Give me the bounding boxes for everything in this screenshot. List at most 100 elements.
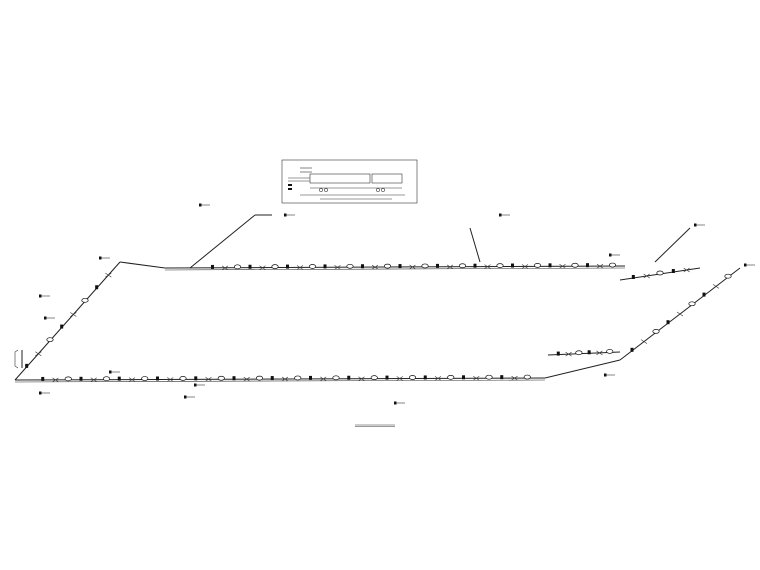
leader-tag: [184, 395, 187, 399]
valve-icon: [233, 264, 242, 270]
flange-icon: [548, 263, 552, 268]
valve-icon: [608, 262, 617, 268]
legend-tank-right: [371, 173, 403, 184]
flange-icon: [630, 347, 634, 352]
leader-tag: [499, 213, 502, 217]
leader-tag: [44, 316, 47, 320]
gate-valve-icon: [105, 272, 112, 278]
legend-frame: [281, 159, 418, 204]
legend-tank-left: [309, 173, 371, 184]
flange-icon: [462, 375, 465, 380]
leader-tag: [694, 223, 697, 227]
flange-icon: [671, 269, 675, 273]
valve-icon: [308, 264, 317, 269]
leader-tag: [604, 373, 607, 377]
gate-valve-icon: [167, 377, 174, 382]
gate-valve-icon: [396, 376, 403, 381]
flange-icon: [41, 376, 45, 381]
gate-valve-icon: [521, 264, 529, 269]
valve-icon: [179, 376, 187, 381]
gate-valve-icon: [259, 265, 266, 270]
valve-icon: [656, 270, 664, 276]
flange-icon: [117, 376, 121, 381]
valve-icon: [46, 337, 54, 343]
flange-icon: [473, 263, 477, 268]
valve-icon: [458, 263, 467, 269]
gate-valve-icon: [712, 284, 720, 289]
gate-valve-icon: [221, 265, 229, 271]
gate-valve-icon: [52, 377, 59, 383]
valve-icon: [724, 273, 732, 279]
flange-icon: [156, 376, 159, 381]
leader-tag: [39, 294, 42, 298]
gate-valve-icon: [35, 351, 42, 357]
leader-tag: [109, 370, 112, 374]
gate-valve-icon: [90, 377, 97, 382]
gate-valve-icon: [334, 265, 341, 270]
leader-tag: [609, 253, 612, 257]
gate-valve-icon: [565, 351, 572, 357]
gate-valve-icon: [281, 376, 289, 382]
flange-icon: [232, 376, 236, 381]
valve-icon: [64, 376, 72, 382]
valve-icon: [408, 375, 417, 380]
pipe-run-return: [164, 267, 626, 271]
pipe-run: [119, 261, 166, 269]
flange-icon: [286, 264, 289, 269]
gate-valve-icon: [640, 339, 648, 344]
valve-icon: [370, 375, 378, 380]
flange-icon: [556, 351, 560, 356]
valve-icon: [217, 375, 225, 381]
valve-icon: [496, 263, 504, 268]
valve-icon: [294, 375, 302, 381]
valve-icon: [141, 376, 149, 381]
flange-icon: [95, 285, 99, 290]
gate-valve-icon: [243, 376, 250, 382]
pipe-run: [189, 214, 256, 269]
flange-icon: [511, 263, 514, 268]
flange-icon: [60, 324, 64, 329]
pipe-run: [654, 227, 691, 263]
flange-icon: [25, 363, 29, 368]
flange-icon: [666, 320, 670, 325]
flange-icon: [194, 376, 198, 381]
flange-icon: [248, 264, 252, 269]
pipe-fittings: [25, 262, 732, 383]
flange-icon: [587, 350, 591, 355]
valve-icon: [81, 297, 89, 303]
valve-icon: [421, 263, 429, 269]
valve-icon: [571, 262, 579, 268]
valve-icon: [271, 264, 279, 269]
valve-icon: [383, 263, 392, 269]
gate-valve-icon: [320, 376, 327, 382]
pipe-run-return: [14, 379, 546, 383]
flange-icon: [323, 264, 327, 269]
valve-icon: [332, 375, 340, 381]
gate-valve-icon: [70, 312, 77, 317]
gate-valve-icon: [473, 376, 480, 381]
flange-icon: [270, 376, 274, 381]
valve-icon: [533, 263, 542, 268]
pipe-run: [544, 359, 621, 379]
gate-valve-icon: [643, 273, 650, 279]
gate-valve-icon: [205, 377, 212, 382]
gate-valve-icon: [409, 264, 416, 270]
valve-icon: [606, 349, 614, 354]
valve-icon: [652, 329, 660, 334]
gate-valve-icon: [371, 264, 379, 270]
flange-icon: [211, 264, 214, 269]
leader-tag: [284, 213, 287, 217]
pipe-run: [164, 265, 626, 269]
gate-valve-icon: [446, 264, 454, 270]
valve-icon: [575, 350, 583, 356]
valve-icon: [447, 375, 455, 380]
gate-valve-icon: [434, 376, 442, 381]
gate-valve-icon: [484, 264, 491, 269]
flange-icon: [586, 263, 589, 268]
flange-icon: [500, 375, 504, 380]
gate-valve-icon: [596, 263, 604, 269]
flange-icon: [385, 375, 389, 380]
flange-icon: [423, 375, 427, 380]
